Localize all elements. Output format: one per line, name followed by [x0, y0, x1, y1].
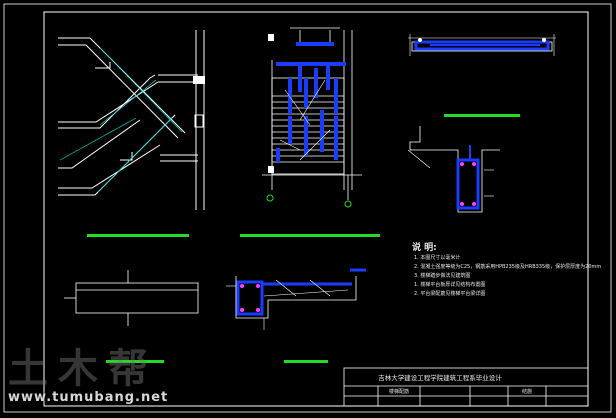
platform-beam-detail	[407, 126, 500, 213]
note-line: 2. 混凝土强度等级为C25，钢筋采用HPB235级及HRB335级，保护层厚度…	[414, 264, 602, 270]
label-underline-ladder-beam	[284, 360, 328, 363]
note-line: 3. 楼梯踏步做法见建筑图	[414, 273, 471, 279]
stair-plan-view	[262, 27, 362, 200]
label-underline-stair-plan	[240, 234, 380, 237]
slab-section-bottom-left	[64, 270, 199, 326]
label-underline-slab	[106, 360, 164, 363]
rebar-dot	[256, 284, 260, 288]
note-line: 1. 楼梯平台板厚详见结构布置图	[414, 282, 486, 288]
outer-frame	[3, 3, 612, 413]
notes-list: 1. 本图尺寸以毫米计 2. 混凝土强度等级为C25，钢筋采用HPB235级及H…	[414, 254, 602, 299]
note-line: 1. 本图尺寸以毫米计	[414, 255, 461, 261]
note-line: 2. 平台梁配筋见楼梯平台梁详图	[414, 291, 486, 297]
title-block-cell: 楼梯配筋	[389, 388, 409, 395]
axis-bubble	[266, 194, 274, 202]
rebar-dot	[460, 202, 464, 206]
plan-rebar-blue	[276, 42, 346, 162]
beam-section-top-right	[408, 34, 556, 56]
rebar-dot	[472, 202, 476, 206]
rebar-dot	[542, 38, 546, 42]
stair-section-view	[58, 30, 205, 210]
rebar-dot	[418, 38, 422, 42]
label-underline-stair-section	[87, 234, 189, 237]
inner-frame	[43, 11, 589, 407]
watermark-logo: 土木帮	[8, 346, 158, 392]
wall-block	[193, 76, 205, 84]
rebar-dot	[240, 284, 244, 288]
title-block-cell: 结施	[522, 388, 532, 395]
plan-leaders	[279, 79, 331, 161]
rebar-dot	[472, 162, 476, 166]
stair-reinforcement-cyan	[59, 47, 183, 193]
rebar-dot	[240, 308, 244, 312]
wall-block	[194, 114, 204, 128]
watermark-url: www.tumubang.net	[8, 390, 169, 405]
rebar-dot	[460, 162, 464, 166]
ladder-beam-detail	[226, 268, 366, 330]
label-underline-beam-top	[444, 114, 520, 117]
rebar-dot	[256, 308, 260, 312]
axis-marker	[268, 166, 274, 173]
notes-heading: 说 明:	[412, 243, 437, 253]
axis-bubble	[344, 200, 352, 208]
title-block-frame	[343, 367, 589, 407]
axis-marker	[268, 34, 274, 41]
title-block-project: 吉林大学建设工程学院建筑工程系毕业设计	[378, 373, 502, 382]
